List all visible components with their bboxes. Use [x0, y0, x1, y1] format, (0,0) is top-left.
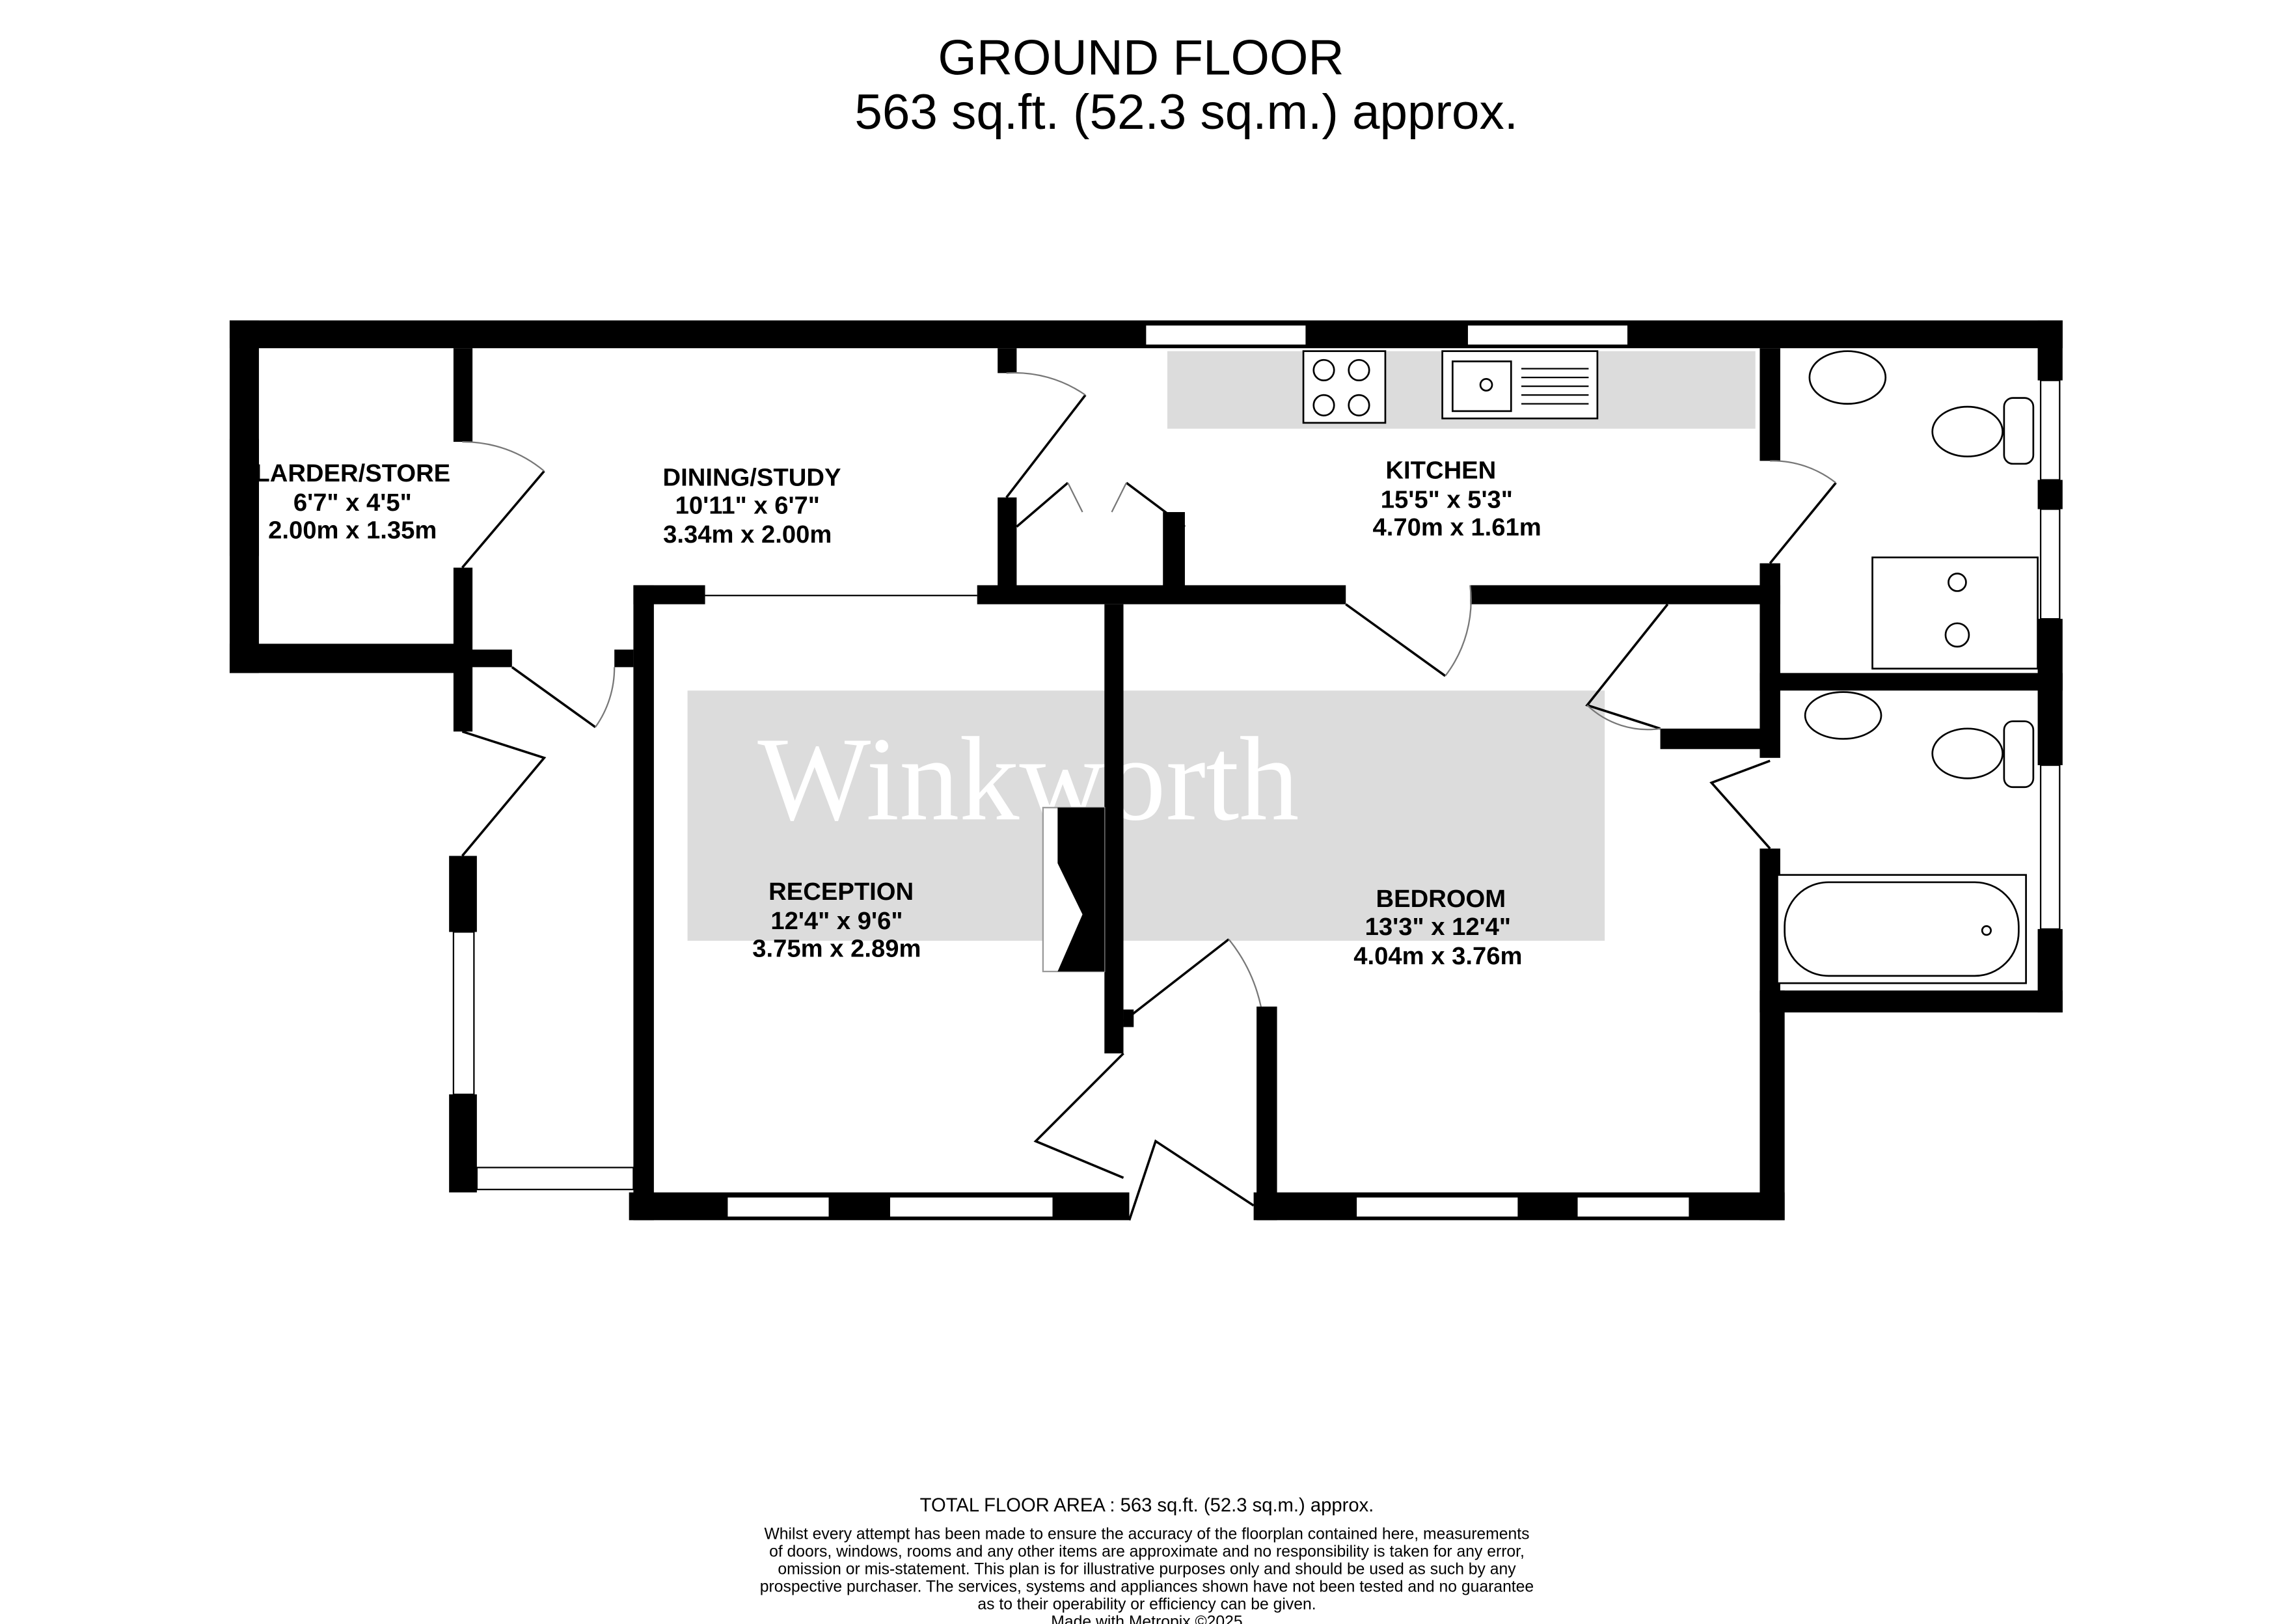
floor-title: GROUND FLOOR	[938, 31, 1344, 86]
room-imperial: 10'11" x 6'7"	[675, 491, 820, 519]
room-larder: LARDER/STORE 6'7" x 4'5" 2.00m x 1.35m	[254, 459, 450, 545]
hob-icon	[1302, 350, 1387, 424]
room-metric: 4.70m x 1.61m	[1372, 513, 1541, 541]
fireplace-icon	[1042, 807, 1106, 973]
toilet-icon	[1931, 405, 2004, 457]
room-reception: RECEPTION 12'4" x 9'6" 3.75m x 2.89m	[752, 878, 921, 963]
footer: TOTAL FLOOR AREA : 563 sq.ft. (52.3 sq.m…	[760, 1495, 1534, 1624]
room-kitchen: KITCHEN 15'5" x 5'3" 4.70m x 1.61m	[1372, 456, 1541, 541]
room-metric: 3.34m x 2.00m	[663, 521, 832, 548]
credit: Made with Metropix ©2025	[1051, 1613, 1242, 1624]
disclaimer-line: of doors, windows, rooms and any other i…	[769, 1543, 1525, 1561]
room-imperial: 13'3" x 12'4"	[1365, 913, 1511, 941]
sink-icon	[1441, 350, 1599, 420]
disclaimer-line: as to their operability or efficiency ca…	[977, 1596, 1316, 1614]
total-floor-area: TOTAL FLOOR AREA : 563 sq.ft. (52.3 sq.m…	[920, 1495, 1374, 1516]
room-name: KITCHEN	[1385, 456, 1496, 484]
room-imperial: 6'7" x 4'5"	[293, 489, 412, 517]
basin-icon-2	[1804, 691, 1882, 740]
room-metric: 2.00m x 1.35m	[268, 516, 437, 544]
room-dining: DINING/STUDY 10'11" x 6'7" 3.34m x 2.00m	[663, 464, 841, 549]
toilet-icon-2	[1931, 727, 2004, 779]
floor-area: 563 sq.ft. (52.3 sq.m.) approx.	[854, 85, 1518, 140]
room-bedroom: BEDROOM 13'3" x 12'4" 4.04m x 3.76m	[1353, 885, 1522, 970]
room-imperial: 15'5" x 5'3"	[1381, 485, 1513, 513]
room-name: RECEPTION	[768, 878, 914, 906]
header: GROUND FLOOR 563 sq.ft. (52.3 sq.m.) app…	[854, 31, 1518, 140]
room-metric: 4.04m x 3.76m	[1353, 942, 1522, 970]
room-name: LARDER/STORE	[254, 459, 450, 487]
disclaimer-line: omission or mis-statement. This plan is …	[778, 1561, 1516, 1578]
watermark-box	[687, 690, 1605, 941]
bathroom-fixtures	[1776, 350, 2039, 984]
watermark-logo: Winkworth	[757, 712, 1299, 845]
room-name: BEDROOM	[1376, 885, 1506, 913]
doors	[461, 372, 1837, 1221]
windows	[452, 324, 2061, 1218]
room-imperial: 12'4" x 9'6"	[770, 907, 903, 935]
basin-icon	[1808, 350, 1887, 405]
room-metric: 3.75m x 2.89m	[752, 935, 921, 963]
disclaimer-line: prospective purchaser. The services, sys…	[760, 1578, 1534, 1596]
room-name: DINING/STUDY	[663, 464, 841, 492]
disclaimer-line: Whilst every attempt has been made to en…	[764, 1526, 1529, 1543]
